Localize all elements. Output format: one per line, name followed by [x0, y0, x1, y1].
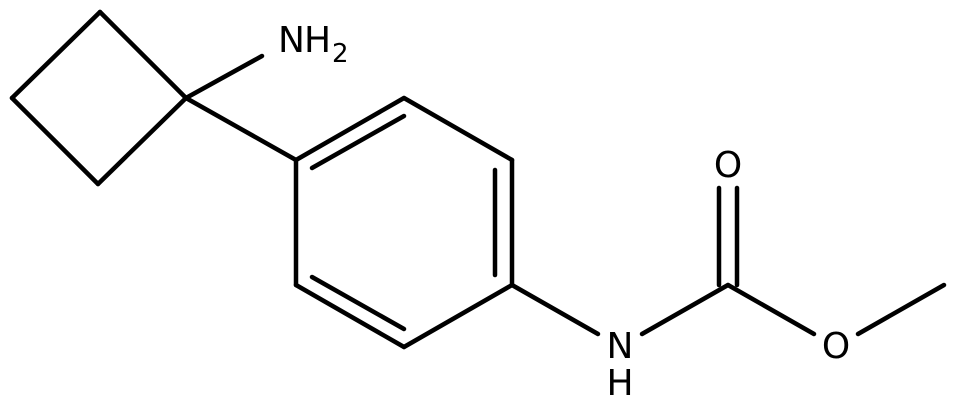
carbonyl-o-label: O [714, 145, 742, 186]
ester-o-label: O [822, 326, 850, 367]
amine-h-text: H [304, 20, 331, 61]
bond-ar-2 [401, 95, 515, 163]
amide-h-text: H [606, 363, 633, 404]
bond-ar-5-inner [309, 274, 407, 332]
bond-ar-1 [293, 95, 407, 163]
bond-c-oester [725, 282, 817, 337]
bond-c-aryl [183, 95, 299, 163]
bond-cb-3 [9, 95, 101, 187]
bond-nh-carbonyl [639, 282, 731, 337]
amine-subscript-text: 2 [332, 39, 349, 69]
amide-n-text: N [607, 326, 634, 367]
bond-cb-4 [95, 95, 189, 187]
amine-label: N H 2 [278, 20, 349, 69]
bond-oester-methyl [855, 282, 947, 337]
bond-c-nh2 [183, 53, 265, 101]
bond-ar-1-inner [309, 113, 407, 171]
bond-cb-2 [9, 9, 103, 101]
bond-cb-1 [97, 9, 189, 101]
amine-n-text: N [278, 20, 305, 61]
cyclobutane-ring [9, 9, 189, 187]
amide-nh-label: N H [606, 326, 633, 404]
benzene-ring [293, 95, 515, 350]
bond-aryl-nh [509, 282, 601, 337]
bond-ar-5 [293, 282, 407, 350]
bond-ar-4 [401, 282, 515, 350]
